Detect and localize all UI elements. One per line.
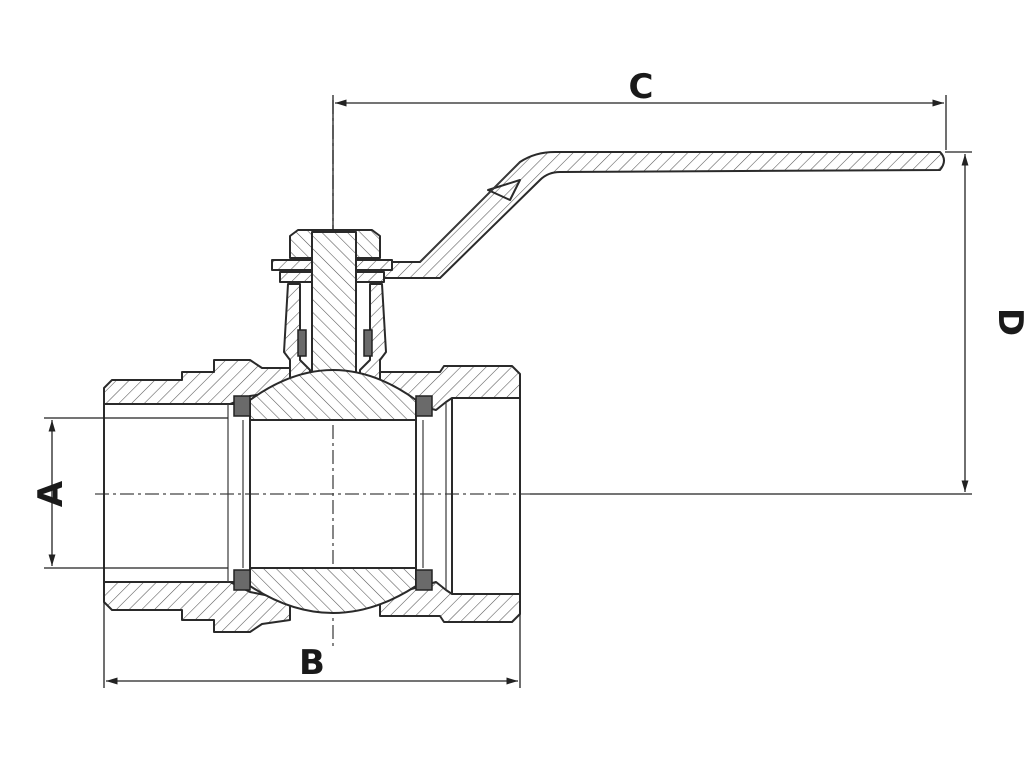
seat-top-left <box>233 395 251 417</box>
seat-top-right <box>415 395 433 417</box>
dimension-c-label: C <box>629 67 654 107</box>
dimension-c: C <box>332 67 947 230</box>
seat-bottom-left <box>233 569 251 591</box>
dimension-a: A <box>31 417 228 569</box>
dimension-d: D <box>530 151 1024 495</box>
dimension-d-label: D <box>990 308 1024 336</box>
handle-lever <box>359 151 945 279</box>
dimension-b: B <box>103 602 521 688</box>
valve-body <box>103 359 521 633</box>
seat-bottom-right <box>415 569 433 591</box>
dimension-a-label: A <box>31 480 71 507</box>
dimension-b-label: B <box>299 643 325 683</box>
